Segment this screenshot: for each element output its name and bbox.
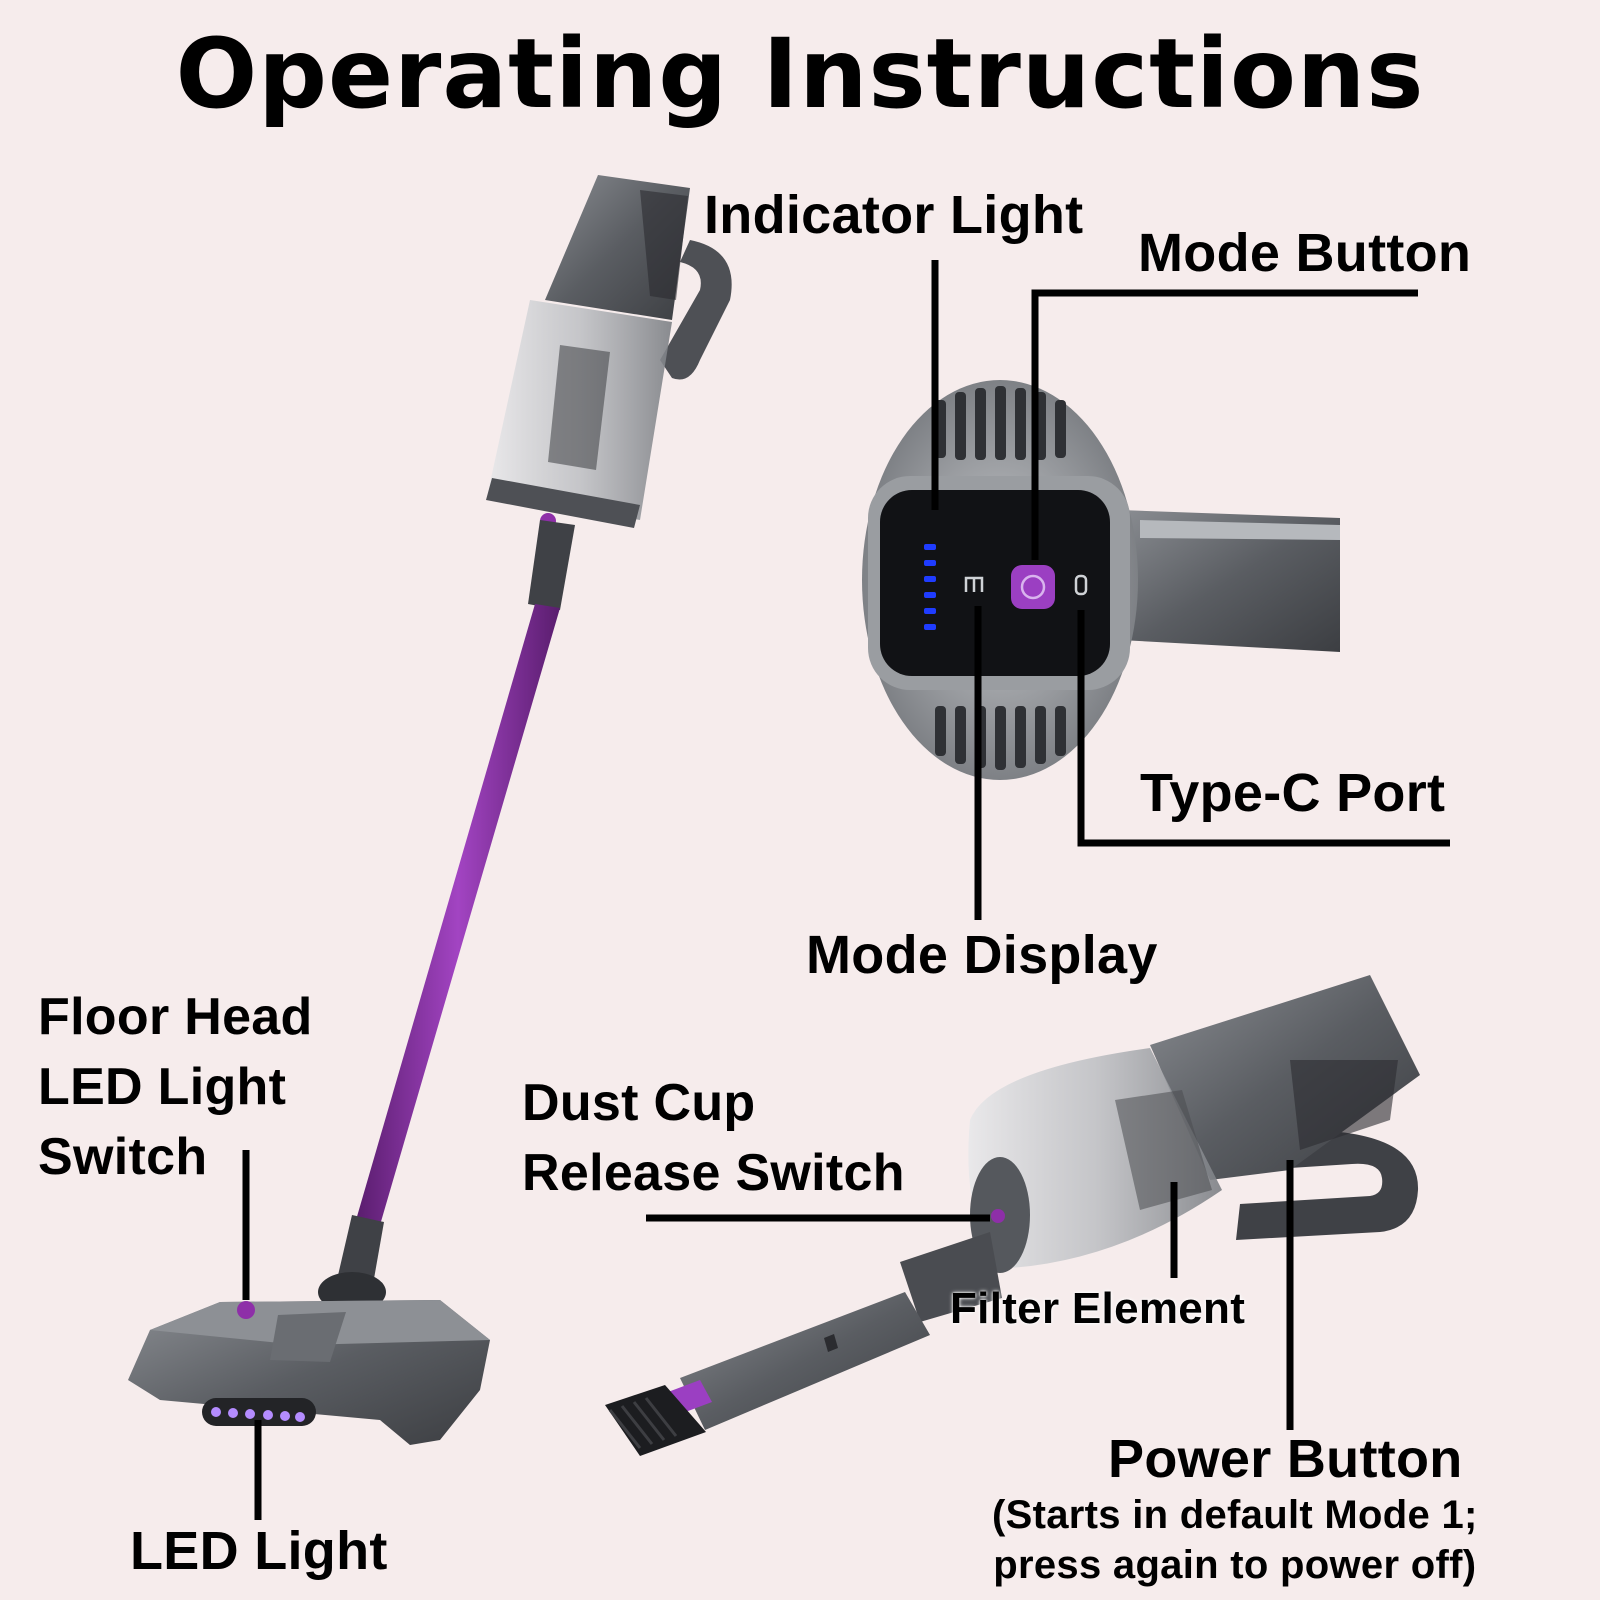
type-c-port-leader [1077,610,1450,847]
page-title: Operating Instructions [175,18,1425,130]
mode-display-label: Mode Display [806,925,1158,985]
indicator-light-label: Indicator Light [704,185,1084,245]
dust-cup-release-label: Dust Cup Release Switch [522,1068,905,1208]
mode-button-leader [1031,289,1418,560]
handheld-vacuum-illustration [605,975,1420,1456]
led-light-label: LED Light [130,1521,388,1581]
control-panel-closeup-illustration [862,380,1340,780]
floor-head-led-switch-line-3: Switch [38,1128,208,1186]
filter-element-label: Filter Element [950,1284,1246,1333]
led-light-dots [211,1407,305,1422]
indicator-light-bars [924,544,936,630]
floor-head-led-switch-line-2: LED Light [38,1058,287,1116]
power-button-note-line-1: (Starts in default Mode 1; [992,1493,1478,1537]
mode-button-label: Mode Button [1138,223,1472,283]
dust-cup-release-switch-dot-2 [991,1209,1005,1223]
type-c-port-label: Type-C Port [1140,763,1446,823]
power-button-note-line-2: press again to power off) [993,1543,1477,1587]
floor-head-led-switch-label: Floor Head LED Light Switch [38,982,313,1192]
dust-cup-release-line-1: Dust Cup [522,1074,756,1132]
floor-head-led-switch-dot [237,1301,255,1319]
power-button-note: (Starts in default Mode 1; press again t… [992,1490,1478,1590]
stick-vacuum-illustration [128,175,732,1445]
power-button-label: Power Button [1108,1429,1463,1489]
dust-cup-release-line-2: Release Switch [522,1144,905,1202]
floor-head-led-switch-line-1: Floor Head [38,988,313,1046]
